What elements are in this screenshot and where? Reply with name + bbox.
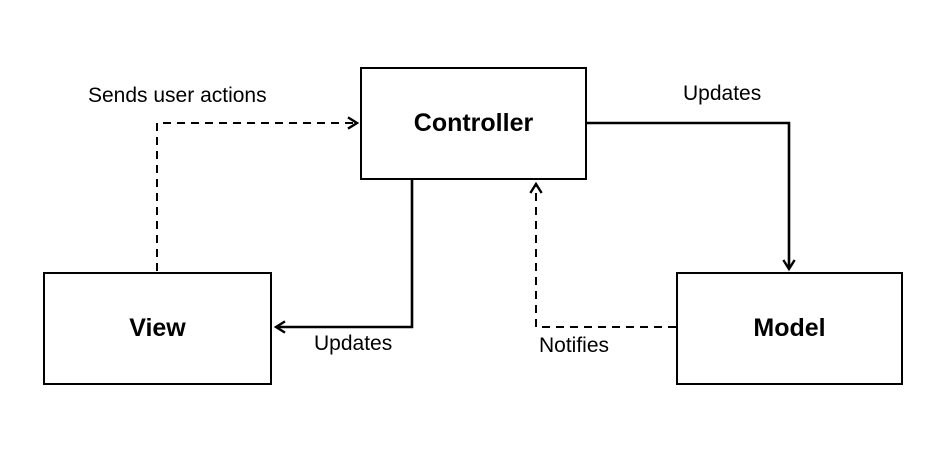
arrow-controller-to-view bbox=[273, 180, 414, 334]
arrow-model-to-controller bbox=[529, 181, 676, 328]
node-view: View bbox=[43, 272, 272, 385]
node-controller: Controller bbox=[360, 67, 587, 180]
arrow-controller-to-model bbox=[587, 121, 796, 272]
edge-label-sends-user-actions: Sends user actions bbox=[88, 84, 267, 107]
node-model: Model bbox=[676, 272, 903, 385]
node-view-label: View bbox=[129, 314, 186, 342]
node-controller-label: Controller bbox=[413, 109, 534, 137]
edge-label-updates-model: Updates bbox=[683, 82, 762, 105]
edge-label-notifies: Notifies bbox=[539, 334, 610, 357]
edge-label-updates-view: Updates bbox=[314, 332, 393, 355]
arrow-view-to-controller bbox=[156, 116, 360, 271]
node-model-label: Model bbox=[753, 314, 826, 342]
